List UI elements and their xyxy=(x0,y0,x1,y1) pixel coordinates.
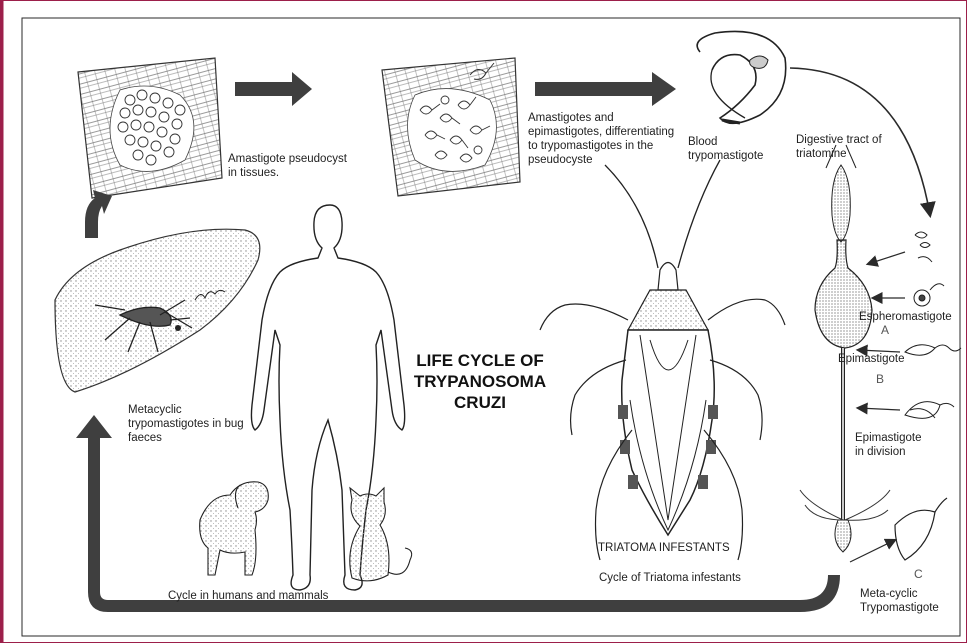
label-letter-c: C xyxy=(914,567,923,581)
label-differentiating-line1: Amastigotes and xyxy=(528,112,614,124)
label-epimastigote: Epimastigote xyxy=(838,352,904,366)
label-epi-division-line1: Epimastigote xyxy=(855,432,921,444)
label-digestive-line2: triatomine xyxy=(796,148,847,160)
title-line-2: TRYPANOSOMA xyxy=(380,371,580,392)
label-differentiating-line2: epimastigotes, differentiating xyxy=(528,126,674,138)
label-differentiating-pseudocyst: Amastigotes and epimastigotes, different… xyxy=(528,111,674,167)
label-metacyclic-bug-line3: faeces xyxy=(128,432,162,444)
tissue-pseudocyst-illustration xyxy=(78,58,222,198)
label-metacyclic-trypo-line1: Meta-cyclic xyxy=(860,588,918,600)
epimastigote-cell xyxy=(905,345,961,355)
label-blood-trypomastigote: Blood trypomastigote xyxy=(688,135,763,163)
epimastigote-division-cell xyxy=(905,402,954,419)
label-epi-division-line2: in division xyxy=(855,446,906,458)
triatomine-digestive-tract xyxy=(800,145,890,552)
espheromastigote-cells xyxy=(914,232,944,306)
diagram-title: LIFE CYCLE OF TRYPANOSOMA CRUZI xyxy=(380,350,580,413)
label-metacyclic-trypomastigote: Meta-cyclic Trypomastigote xyxy=(860,587,939,615)
tissue-differentiation-illustration xyxy=(382,58,520,196)
metacyclic-trypomastigote-cell xyxy=(895,498,947,560)
label-differentiating-line4: pseudocyste xyxy=(528,154,593,166)
label-blood-line1: Blood xyxy=(688,136,717,148)
label-digestive-tract: Digestive tract of triatomine xyxy=(796,133,882,161)
label-metacyclic-bug-line2: trypomastigotes in bug xyxy=(128,418,244,430)
label-amastigote-pseudocyst-line1: Amastigote pseudocyst xyxy=(228,153,347,165)
label-epimastigote-division: Epimastigote in division xyxy=(855,431,921,459)
label-metacyclic-trypo-line2: Trypomastigote xyxy=(860,602,939,614)
title-line-1: LIFE CYCLE OF xyxy=(380,350,580,371)
arrow-differentiation-to-blood xyxy=(535,72,676,106)
cat-illustration xyxy=(350,488,412,581)
label-differentiating-line3: to trypomastigotes in the xyxy=(528,140,653,152)
arm-with-bug-illustration xyxy=(55,229,260,392)
arrow-bug-to-tissue xyxy=(85,190,112,238)
label-digestive-line1: Digestive tract of xyxy=(796,134,882,146)
label-amastigote-pseudocyst: Amastigote pseudocyst in tissues. xyxy=(228,152,347,180)
label-amastigote-pseudocyst-line2: in tissues. xyxy=(228,167,279,179)
blood-trypomastigote-illustration xyxy=(697,31,786,123)
label-triatoma-infestants: TRIATOMA INFESTANTS xyxy=(598,541,730,555)
label-letter-b: B xyxy=(876,372,884,386)
label-letter-a: A xyxy=(881,323,889,337)
arrow-tissue-to-differentiation xyxy=(235,72,312,106)
label-metacyclic-bug-line1: Metacyclic xyxy=(128,404,182,416)
label-blood-line2: trypomastigote xyxy=(688,150,763,162)
label-cycle-humans: Cycle in humans and mammals xyxy=(168,589,328,603)
label-metacyclic-bug-faeces: Metacyclic trypomastigotes in bug faeces xyxy=(128,403,244,445)
label-espheromastigote: Espheromastigote xyxy=(859,310,952,324)
label-cycle-triatoma: Cycle of Triatoma infestants xyxy=(599,571,741,585)
dog-illustration xyxy=(200,482,269,575)
title-line-3: CRUZI xyxy=(380,392,580,413)
